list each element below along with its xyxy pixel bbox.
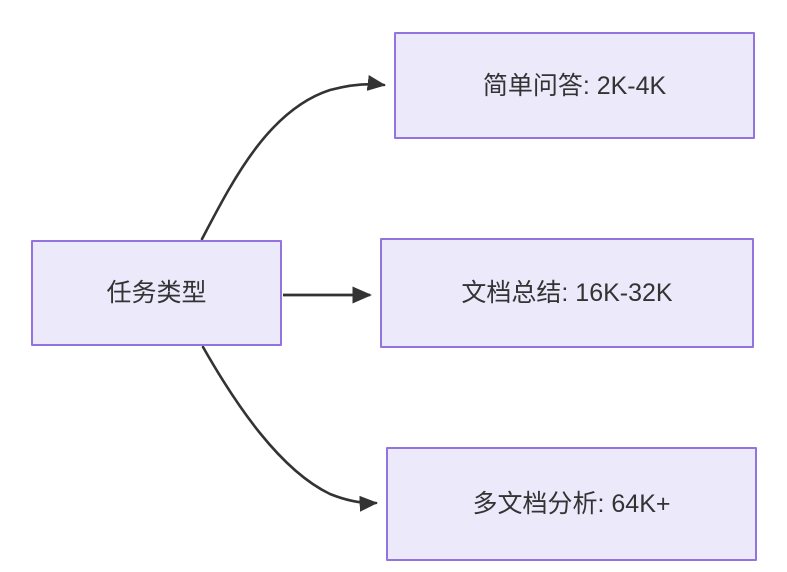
node-simple-qa-label: 简单问答: 2K-4K <box>482 71 667 100</box>
edge-root-to-simple-qa <box>200 75 386 241</box>
node-multi-doc[interactable]: 多文档分析: 64K+ <box>386 447 757 561</box>
node-multi-doc-label: 多文档分析: 64K+ <box>472 490 671 518</box>
node-root-task-type[interactable]: 任务类型 <box>31 240 282 346</box>
node-root-label: 任务类型 <box>106 279 207 307</box>
node-doc-summary-label: 文档总结: 16K-32K <box>461 279 673 307</box>
edge-root-to-multi-doc <box>201 345 378 512</box>
node-simple-qa[interactable]: 简单问答: 2K-4K <box>394 32 755 139</box>
node-doc-summary[interactable]: 文档总结: 16K-32K <box>380 238 754 348</box>
